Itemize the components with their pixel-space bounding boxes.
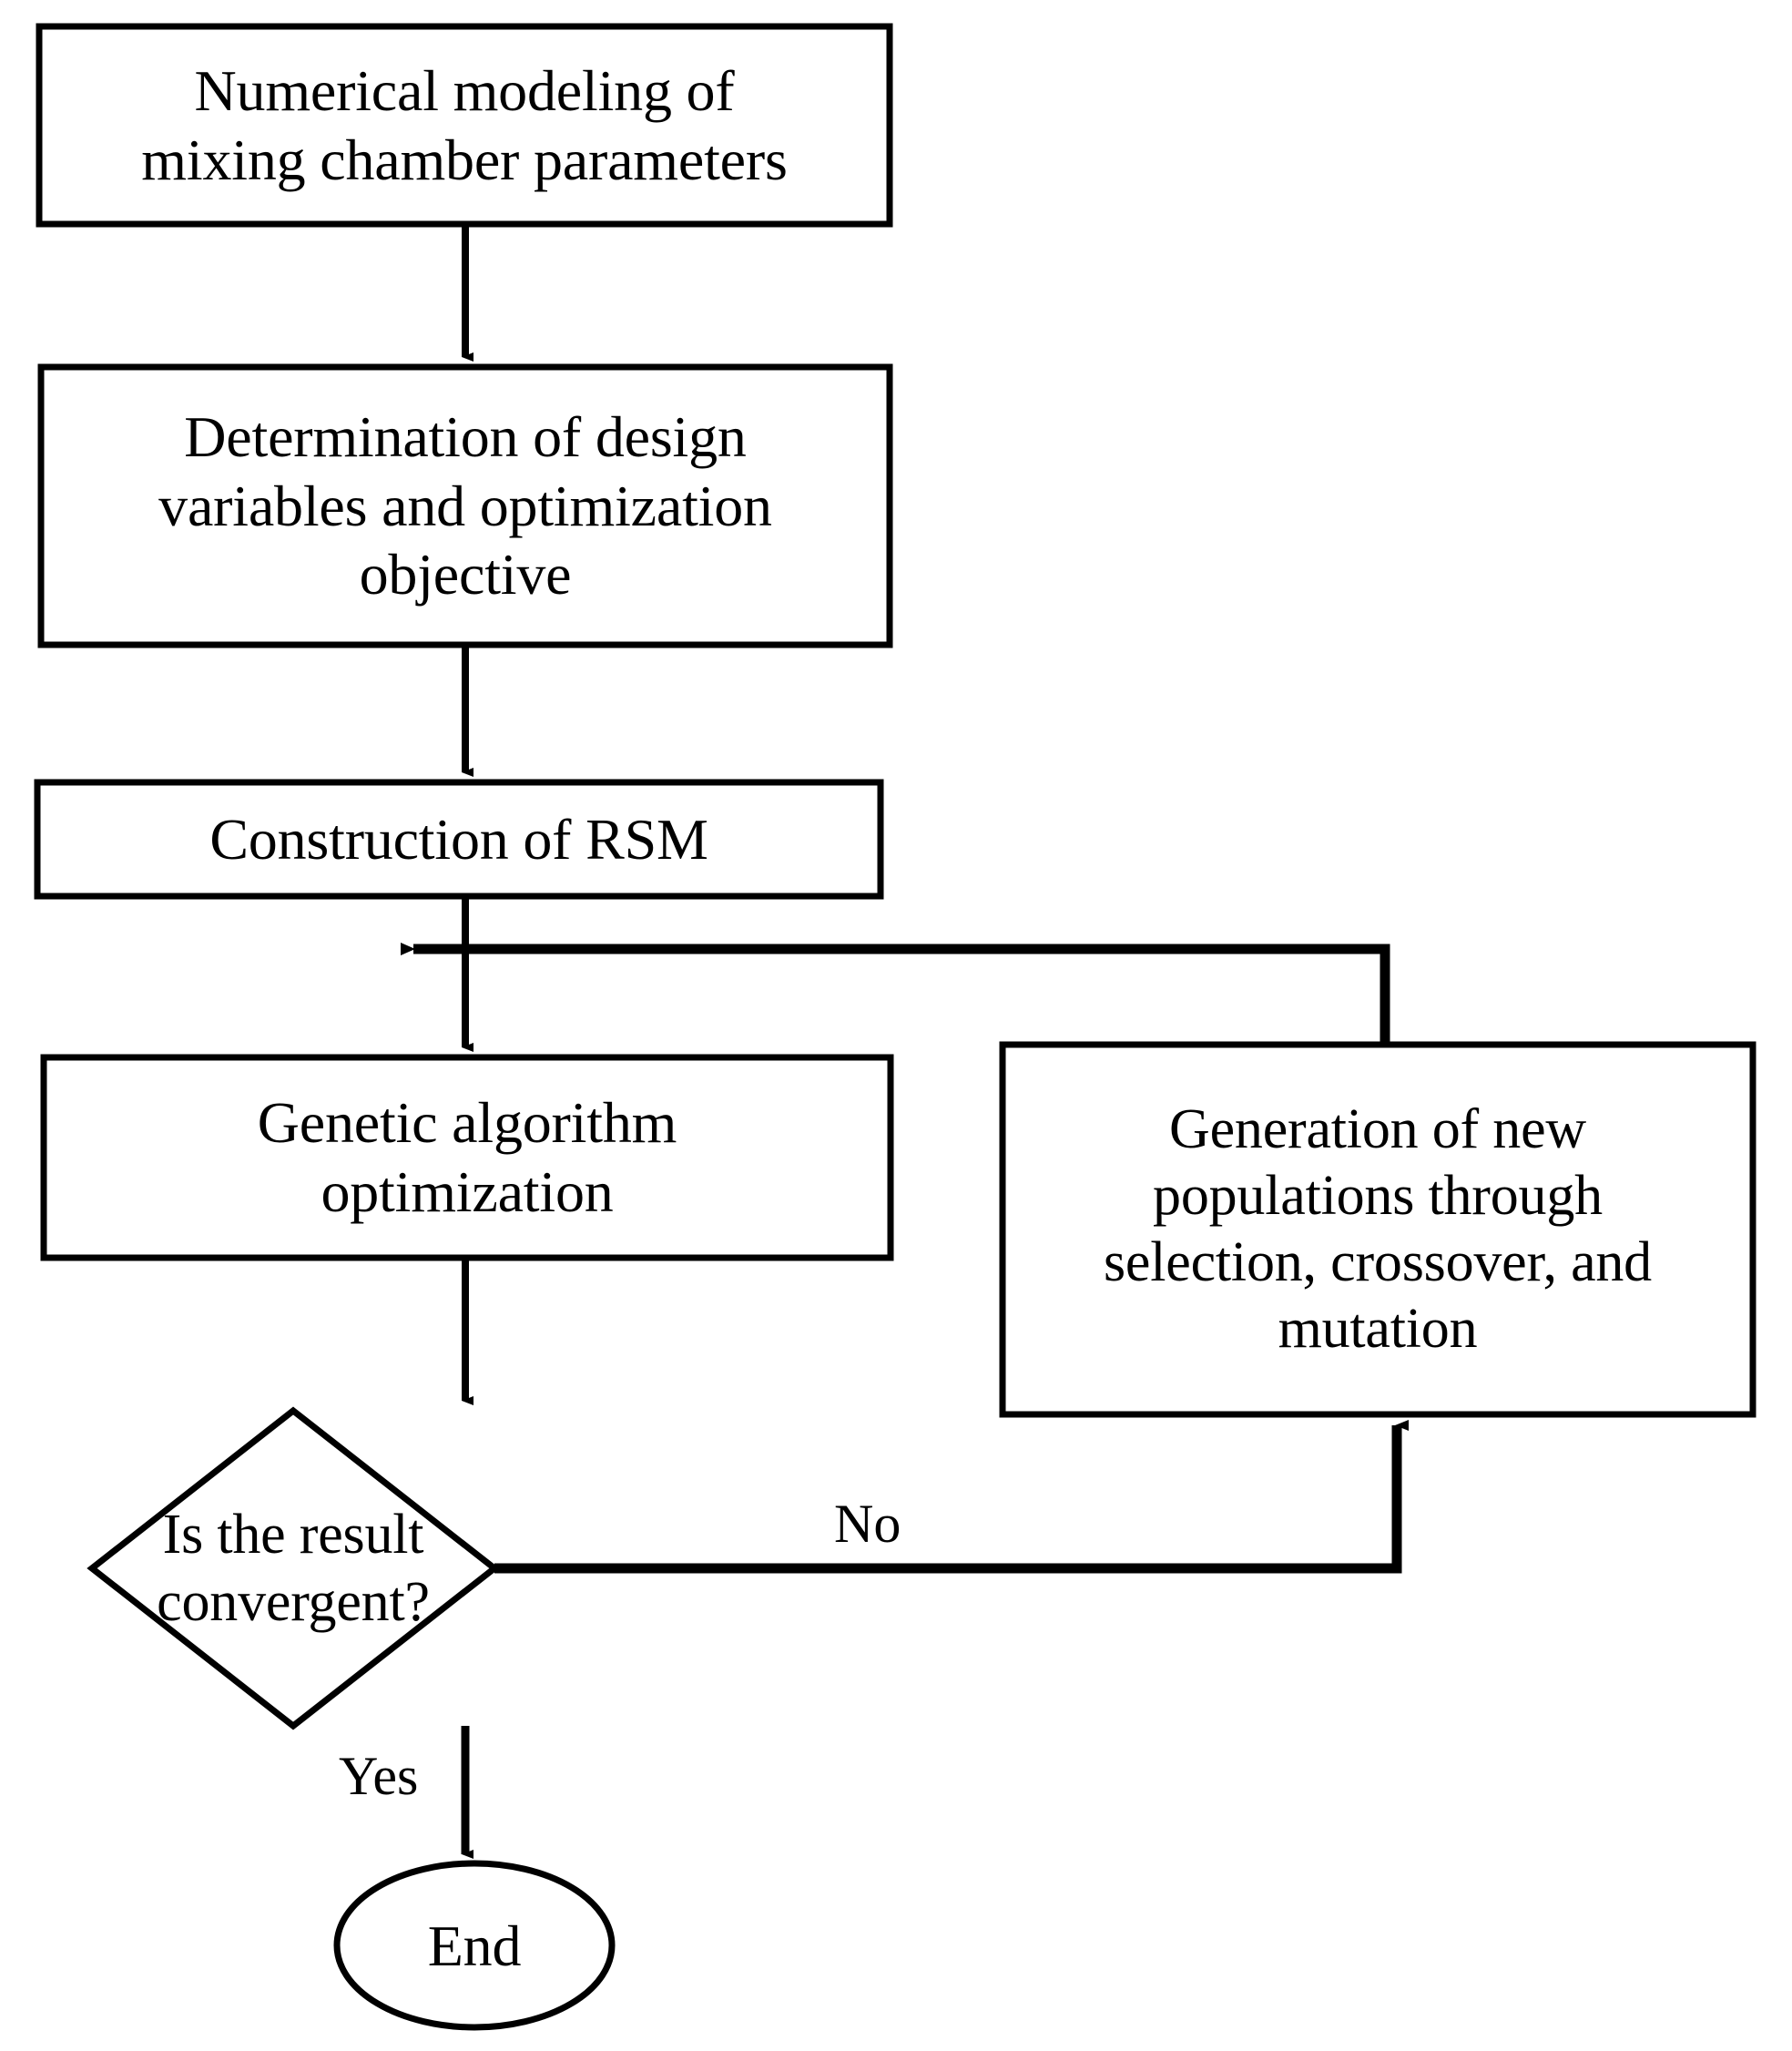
node-end-ellipse xyxy=(333,1860,616,2031)
connector-feedback-to-rsm-trunk xyxy=(401,943,1390,1045)
node-determination-box xyxy=(37,363,893,648)
node-construction-rsm-box xyxy=(34,779,884,900)
connector-no-branch-to-generation xyxy=(494,1420,1409,1574)
node-genetic-algorithm-box xyxy=(40,1054,894,1261)
node-generation-populations-box xyxy=(999,1041,1756,1418)
node-numerical-modeling-box xyxy=(36,23,893,228)
node-decision-convergent-diamond xyxy=(87,1406,500,1730)
